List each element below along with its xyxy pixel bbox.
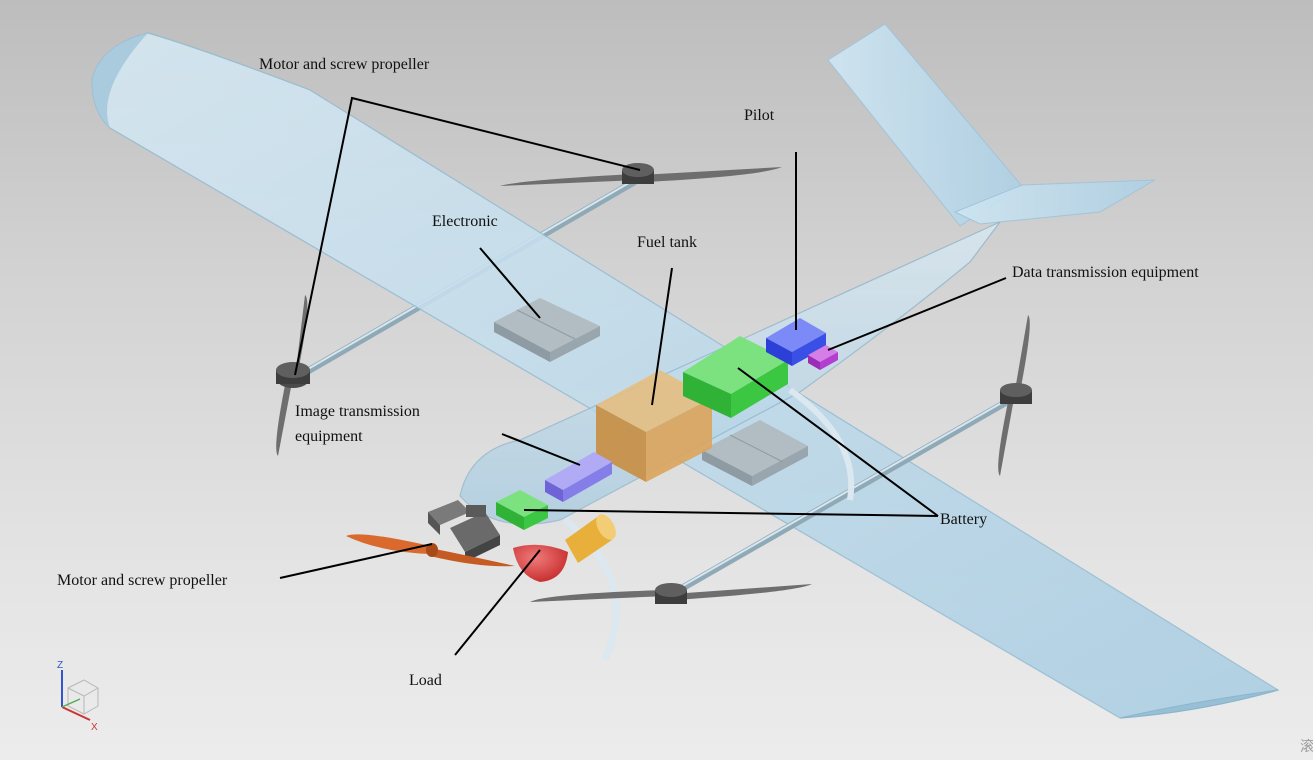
rotor-right-rear: [998, 315, 1032, 476]
battery-center: [683, 336, 788, 418]
rotor-right-front: [530, 583, 812, 604]
axis-x-label: X: [91, 722, 98, 733]
boom-right-front: [661, 396, 1014, 602]
leader-motor-top: [294, 96, 641, 376]
electronic-box-right: [702, 420, 808, 486]
image-transmission-box: [545, 452, 612, 502]
wing-tip-right: [1119, 689, 1279, 719]
electronic-box-left: [494, 298, 600, 362]
watermark: 滚: [1300, 739, 1313, 755]
leader-electronic: [479, 247, 541, 319]
load-pod: [513, 544, 568, 582]
horizontal-stabilizer: [953, 179, 1156, 225]
label-motor-top: Motor and screw propeller: [259, 56, 430, 73]
nose-motor-mount: [428, 500, 500, 562]
label-data-transmission: Data transmission equipment: [1012, 264, 1199, 281]
label-image-transmission-line2: equipment: [295, 428, 363, 445]
axis-triad: Z X: [57, 660, 99, 733]
leader-motor-bottom: [279, 543, 433, 579]
label-image-transmission: Image transmission equipment: [295, 399, 420, 449]
axis-z-label: Z: [57, 660, 63, 671]
rotor-left-front: [276, 295, 310, 456]
label-fuel-tank: Fuel tank: [637, 234, 697, 251]
leader-data-transmission: [827, 277, 1007, 351]
tail-fin: [827, 23, 1023, 227]
leader-lines: [279, 96, 1007, 656]
label-electronic: Electronic: [432, 213, 498, 230]
rotor-blade: [500, 174, 640, 186]
label-motor-bottom: Motor and screw propeller: [57, 572, 228, 589]
leader-battery: [523, 367, 939, 517]
label-battery: Battery: [940, 511, 988, 528]
leader-image-transmission: [501, 433, 581, 466]
boom-right-front-highlight: [664, 397, 1011, 597]
pilot-box: [766, 318, 826, 366]
rotor-blade: [640, 167, 782, 182]
leader-load: [454, 549, 541, 656]
label-pilot: Pilot: [744, 107, 775, 124]
label-load: Load: [409, 672, 442, 689]
label-image-transmission-line1: Image transmission: [295, 403, 420, 420]
leader-fuel-tank: [651, 267, 673, 406]
wing-tip-left: [92, 33, 148, 128]
fuel-cylinder: [565, 514, 616, 563]
